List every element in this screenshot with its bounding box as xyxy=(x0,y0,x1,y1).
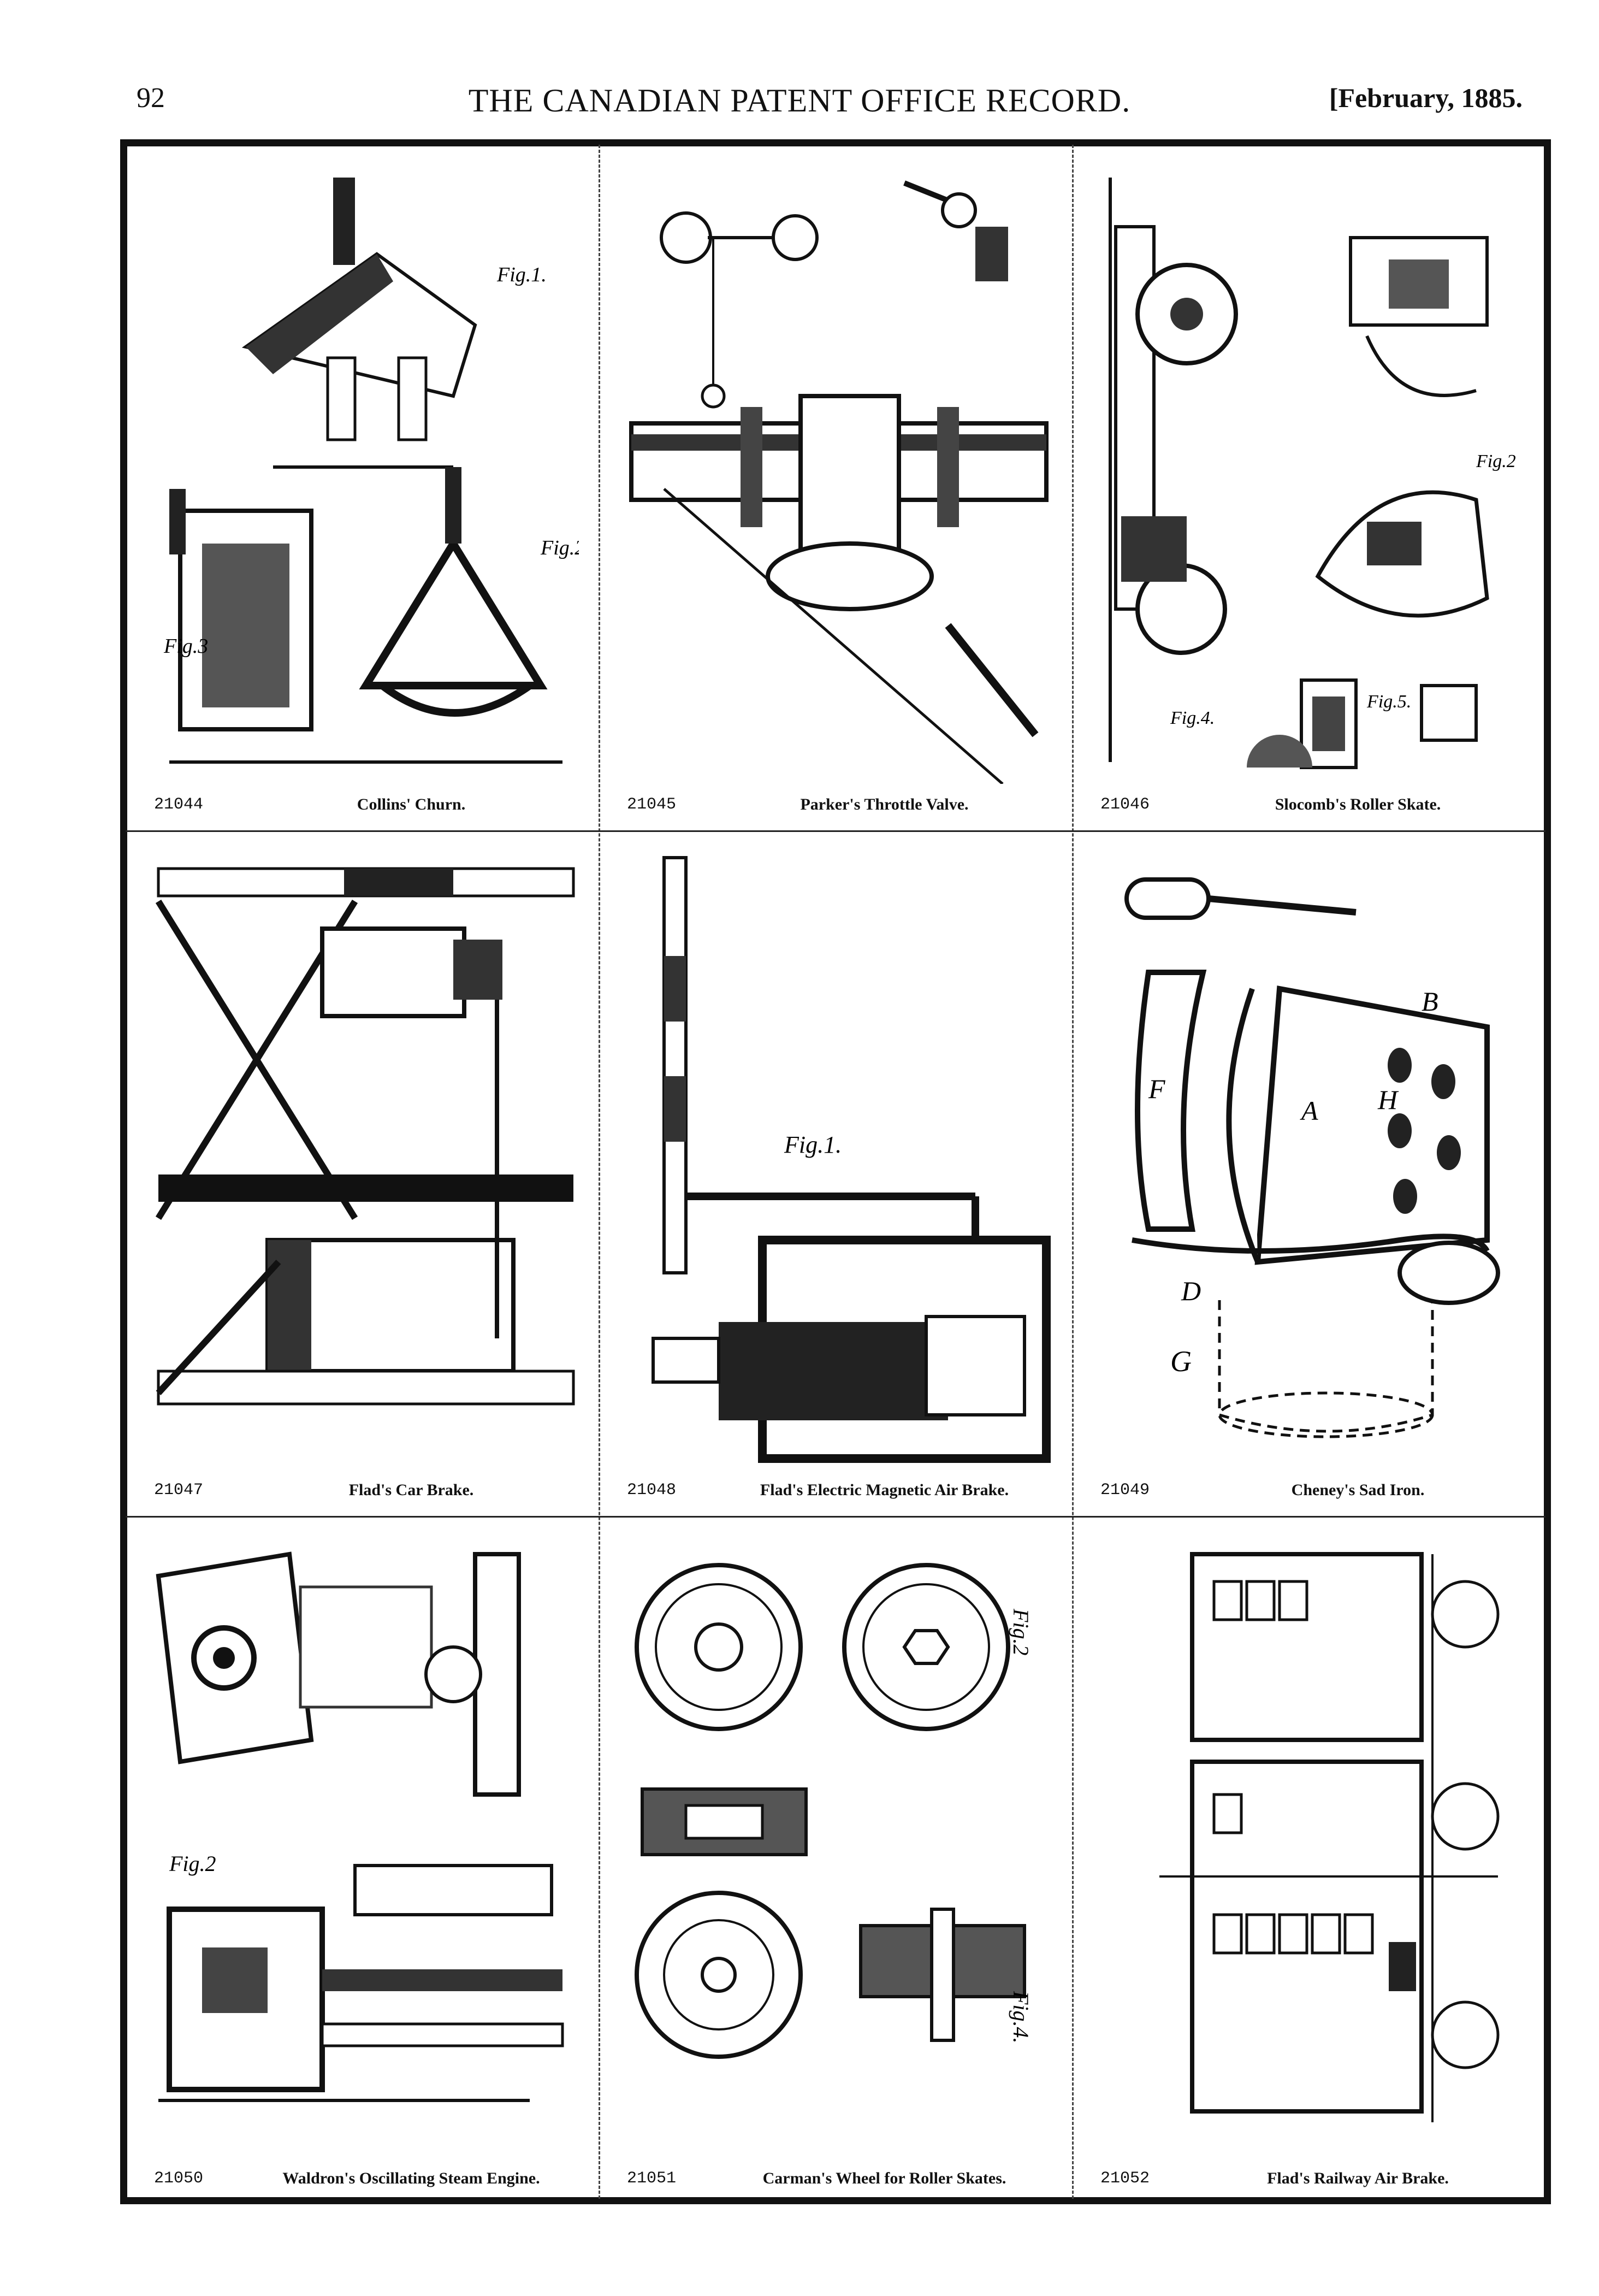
patent-caption: 21045 Parker's Throttle Valve. xyxy=(599,793,1072,818)
fig-label: D xyxy=(1181,1276,1201,1306)
roller-skate-wheel-drawing-icon: Fig.2 Fig.4. xyxy=(635,1563,1033,2059)
fig-label: Fig.4. xyxy=(1009,1991,1033,2044)
fig-label: Fig.1. xyxy=(784,1131,842,1158)
patent-caption: 21049 Cheney's Sad Iron. xyxy=(1072,1479,1545,1504)
patent-caption: 21044 Collins' Churn. xyxy=(126,793,599,818)
patent-cell-21046: Fig.2 Fig.5. Fig.4. 21046 Slocomb's Roll… xyxy=(1072,145,1545,830)
fig-label: Fig.4. xyxy=(1170,708,1215,728)
patent-number: 21050 xyxy=(154,2169,204,2188)
row-divider xyxy=(126,830,1545,832)
patent-title: Flad's Electric Magnetic Air Brake. xyxy=(760,1481,1009,1499)
throttle-valve-drawing-icon xyxy=(629,180,1049,784)
issue-date: [February, 1885. xyxy=(1329,82,1523,113)
patent-grid: Fig.1. Fig.2 Fig.3 21044 Collins' Churn. xyxy=(126,145,1545,2199)
patent-title: Collins' Churn. xyxy=(357,795,466,813)
electric-air-brake-drawing-icon: Fig.1. xyxy=(652,856,1051,1463)
railway-air-brake-drawing-icon xyxy=(1159,1552,1500,2122)
patent-title: Carman's Wheel for Roller Skates. xyxy=(762,2169,1006,2187)
patent-plate-frame: Fig.1. Fig.2 Fig.3 21044 Collins' Churn. xyxy=(120,139,1551,2204)
sad-iron-drawing-icon: F A B H G D xyxy=(1124,877,1500,1438)
patent-number: 21048 xyxy=(627,1481,677,1500)
fig-label: A xyxy=(1300,1095,1318,1126)
steam-engine-drawing-icon: Fig.2 xyxy=(156,1551,564,2102)
row-divider xyxy=(126,1516,1545,1518)
fig-label: G xyxy=(1170,1345,1192,1378)
patent-title: Flad's Car Brake. xyxy=(348,1481,474,1499)
patent-cell-21049: F A B H G D 21049 Cheney's Sad Iron. xyxy=(1072,830,1545,1516)
patent-title: Parker's Throttle Valve. xyxy=(800,795,969,813)
patent-number: 21046 xyxy=(1100,795,1150,814)
fig-label: Fig.1. xyxy=(496,263,547,286)
patent-number: 21044 xyxy=(154,795,204,814)
fig-label: Fig.2 xyxy=(540,536,579,559)
patent-cell-21047: 21047 Flad's Car Brake. xyxy=(126,830,599,1516)
fig-label: Fig.2 xyxy=(1009,1608,1033,1656)
patent-number: 21051 xyxy=(627,2169,677,2188)
patent-title: Waldron's Oscillating Steam Engine. xyxy=(282,2169,540,2187)
fig-label: Fig.5. xyxy=(1366,692,1411,712)
patent-caption: 21046 Slocomb's Roller Skate. xyxy=(1072,793,1545,818)
patent-cell-21050: Fig.2 21050 Waldron's Oscillating Steam … xyxy=(126,1516,599,2204)
patent-number: 21049 xyxy=(1100,1481,1150,1500)
fig-label: Fig.3 xyxy=(163,635,208,658)
column-divider xyxy=(1072,145,1074,2199)
patent-caption: 21047 Flad's Car Brake. xyxy=(126,1479,599,1504)
page-header: 92 THE CANADIAN PATENT OFFICE RECORD. [F… xyxy=(0,82,1599,131)
churn-drawing-icon: Fig.1. Fig.2 Fig.3 xyxy=(163,178,579,764)
patent-title: Slocomb's Roller Skate. xyxy=(1275,795,1441,813)
car-brake-drawing-icon xyxy=(155,867,575,1406)
fig-label: Fig.2 xyxy=(169,1851,216,1876)
patent-number: 21045 xyxy=(627,795,677,814)
patent-caption: 21051 Carman's Wheel for Roller Skates. xyxy=(599,2167,1072,2192)
patent-title: Flad's Railway Air Brake. xyxy=(1267,2169,1449,2187)
patent-cell-21044: Fig.1. Fig.2 Fig.3 21044 Collins' Churn. xyxy=(126,145,599,830)
patent-cell-21051: Fig.2 Fig.4. 21051 Carman's Wheel for Ro… xyxy=(599,1516,1072,2204)
patent-number: 21047 xyxy=(154,1481,204,1500)
roller-skate-drawing-icon: Fig.2 Fig.5. Fig.4. xyxy=(1109,178,1516,769)
patent-cell-21045: 21045 Parker's Throttle Valve. xyxy=(599,145,1072,830)
fig-label: B xyxy=(1422,986,1438,1017)
fig-label: Fig.2 xyxy=(1476,451,1516,471)
patent-caption: 21052 Flad's Railway Air Brake. xyxy=(1072,2167,1545,2192)
patent-caption: 21050 Waldron's Oscillating Steam Engine… xyxy=(126,2167,599,2192)
patent-number: 21052 xyxy=(1100,2169,1150,2188)
column-divider xyxy=(599,145,600,2199)
page-number: 92 xyxy=(137,82,165,114)
journal-title: THE CANADIAN PATENT OFFICE RECORD. xyxy=(468,82,1131,119)
fig-label: F xyxy=(1148,1073,1165,1104)
patent-cell-21052: 21052 Flad's Railway Air Brake. xyxy=(1072,1516,1545,2204)
patent-cell-21048: Fig.1. 21048 Flad's Electric Magnetic Ai… xyxy=(599,830,1072,1516)
patent-title: Cheney's Sad Iron. xyxy=(1291,1481,1425,1499)
fig-label: H xyxy=(1377,1084,1399,1115)
patent-caption: 21048 Flad's Electric Magnetic Air Brake… xyxy=(599,1479,1072,1504)
